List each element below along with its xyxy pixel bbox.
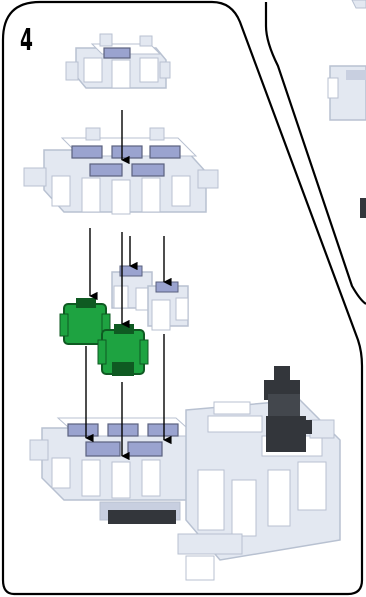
next-piece-dark: [360, 198, 366, 218]
base-right-block: [177, 399, 341, 581]
middle-grid-brick: [23, 127, 219, 215]
dark-piece: [264, 366, 312, 452]
small-light-bricks: [111, 265, 189, 331]
next-panel-pieces: [327, 0, 366, 218]
step-number: 4: [20, 23, 33, 58]
base-grid-brick: [29, 417, 207, 524]
next-panel-border: [264, 2, 366, 305]
top-brick: [65, 33, 171, 89]
green-pieces: [59, 298, 149, 376]
guide-arrows: [85, 110, 172, 461]
next-piece-top: [351, 0, 366, 9]
